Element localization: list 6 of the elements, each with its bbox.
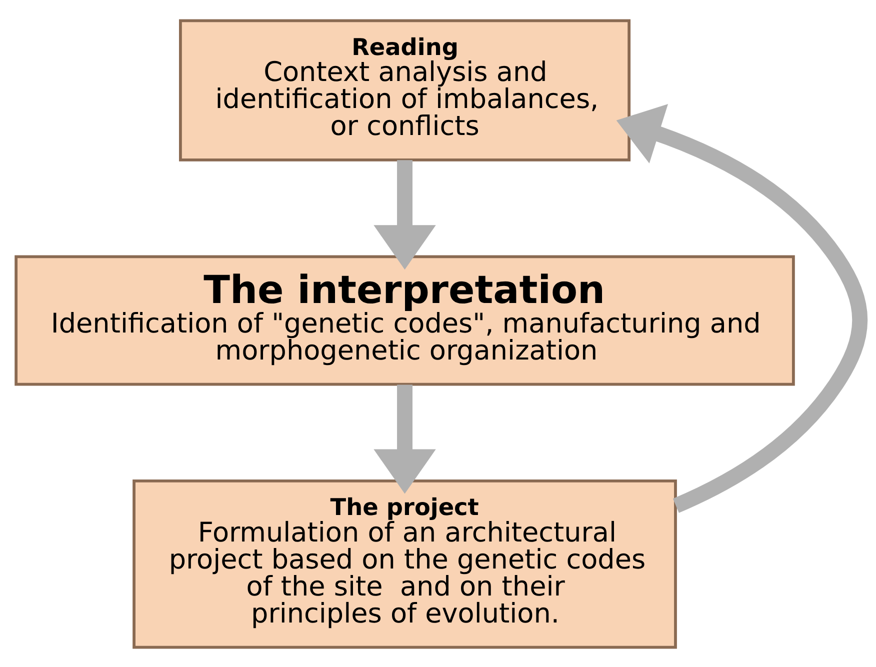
node-box: Reading Context analysis and identification of imbalances, or conflicts (179, 18, 631, 161)
node-box: The project Formulation of an architectural project based on the genetic codes of the site and on their principles of evolution. (132, 479, 677, 648)
arrow (374, 384, 436, 494)
arrow (374, 160, 436, 270)
node-box: The interpretation Identification of "genetic codes", manufacturing and morphogenetic organization (14, 254, 795, 386)
arrow (616, 104, 868, 512)
